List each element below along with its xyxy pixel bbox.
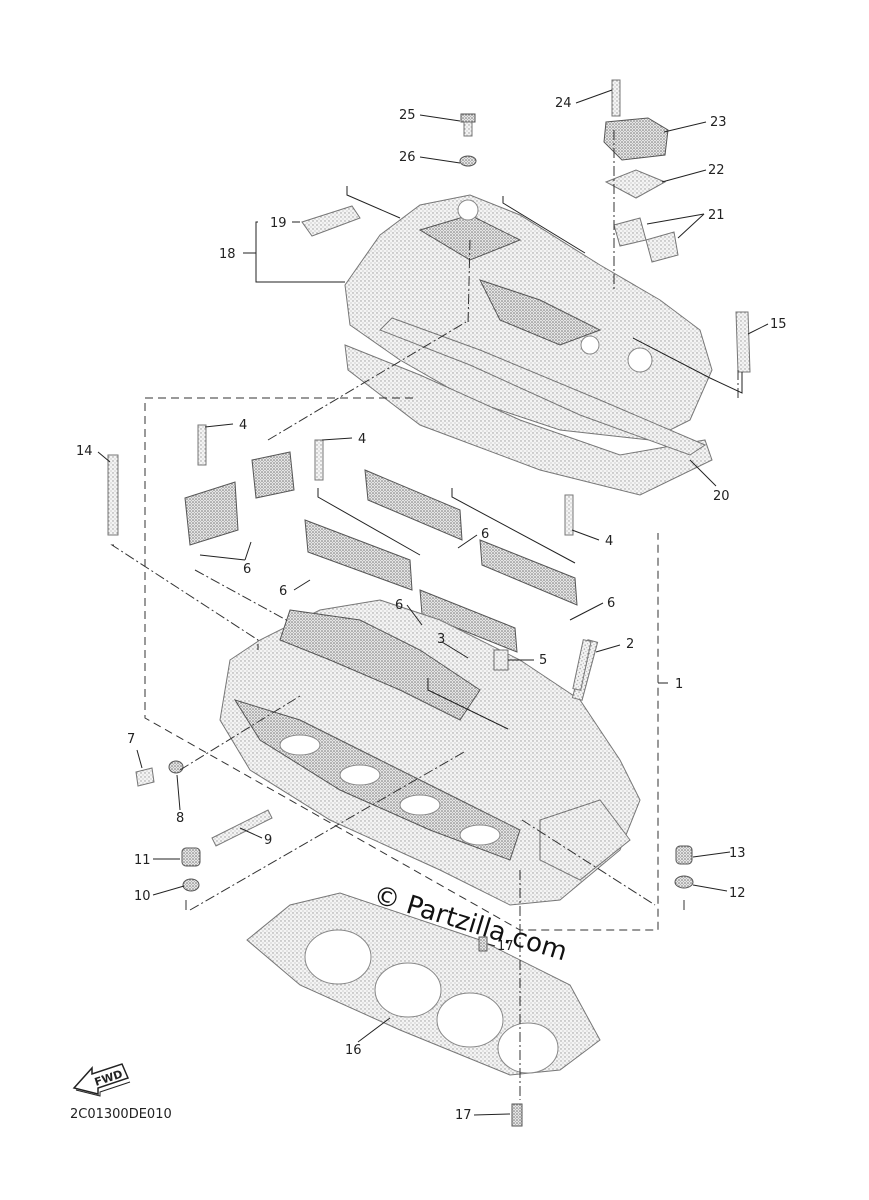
washer-26	[459, 155, 477, 167]
callout-4: 4	[358, 432, 366, 447]
part-13	[675, 845, 693, 865]
callout-8: 8	[176, 811, 184, 826]
callout-26: 26	[399, 150, 416, 165]
callouts: 1 2 3 4 4 4 5 6 6 6 6 6 7 8 9 10 11 12 1…	[76, 96, 787, 1123]
callout-25: 25	[399, 108, 416, 123]
part-7	[135, 767, 155, 787]
callout-14: 14	[76, 444, 93, 459]
callout-17: 17	[455, 1108, 472, 1123]
callout-12: 12	[729, 886, 746, 901]
part-12	[674, 875, 694, 889]
callout-4: 4	[605, 534, 613, 549]
callout-23: 23	[710, 115, 727, 130]
leader-lines	[97, 89, 769, 1116]
part-21-b	[645, 231, 679, 263]
pin-9	[211, 809, 273, 847]
callout-6: 6	[279, 584, 287, 599]
callout-7: 7	[127, 732, 135, 747]
callout-20: 20	[713, 489, 730, 504]
callout-13: 13	[729, 846, 746, 861]
part-11	[181, 847, 201, 867]
callout-10: 10	[134, 889, 151, 904]
part-21-a	[613, 217, 647, 247]
head-cover-gasket	[379, 317, 707, 456]
callout-6: 6	[243, 562, 251, 577]
callout-9: 9	[264, 833, 272, 848]
part-2	[572, 639, 592, 691]
cam-caps	[107, 424, 578, 653]
callout-2: 2	[626, 637, 634, 652]
callout-3: 3	[437, 632, 445, 647]
part-5	[493, 649, 509, 671]
cover-23	[603, 117, 669, 161]
callout-24: 24	[555, 96, 572, 111]
cap-nut-25	[460, 113, 476, 137]
phantom-lines	[110, 130, 743, 1100]
callout-15: 15	[770, 317, 787, 332]
callout-18: 18	[219, 247, 236, 262]
dowel-17-upper	[478, 936, 488, 952]
part-8	[168, 760, 184, 774]
callout-19: 19	[270, 216, 287, 231]
callout-6: 6	[481, 527, 489, 542]
callout-6: 6	[395, 598, 403, 613]
callout-4: 4	[239, 418, 247, 433]
fwd-arrow-icon: FWD	[72, 1063, 131, 1097]
callout-6: 6	[607, 596, 615, 611]
callout-11: 11	[134, 853, 151, 868]
part-10	[182, 878, 200, 892]
callout-5: 5	[539, 653, 547, 668]
callout-22: 22	[708, 163, 725, 178]
cylinder-head-gasket	[246, 892, 601, 1076]
gasket-22	[604, 169, 667, 199]
callout-21: 21	[708, 208, 725, 223]
dowel-17-lower	[511, 1103, 523, 1127]
callout-1: 1	[675, 677, 683, 692]
diagram-code: 2C01300DE010	[70, 1107, 172, 1122]
bolt-24	[611, 79, 621, 117]
cylinder-head-cover	[344, 194, 713, 496]
part-19-bracket	[301, 205, 361, 237]
callout-16: 16	[345, 1043, 362, 1058]
spark-plug-15	[735, 311, 751, 373]
callout-17: 17	[497, 939, 514, 954]
cylinder-head	[219, 599, 641, 906]
